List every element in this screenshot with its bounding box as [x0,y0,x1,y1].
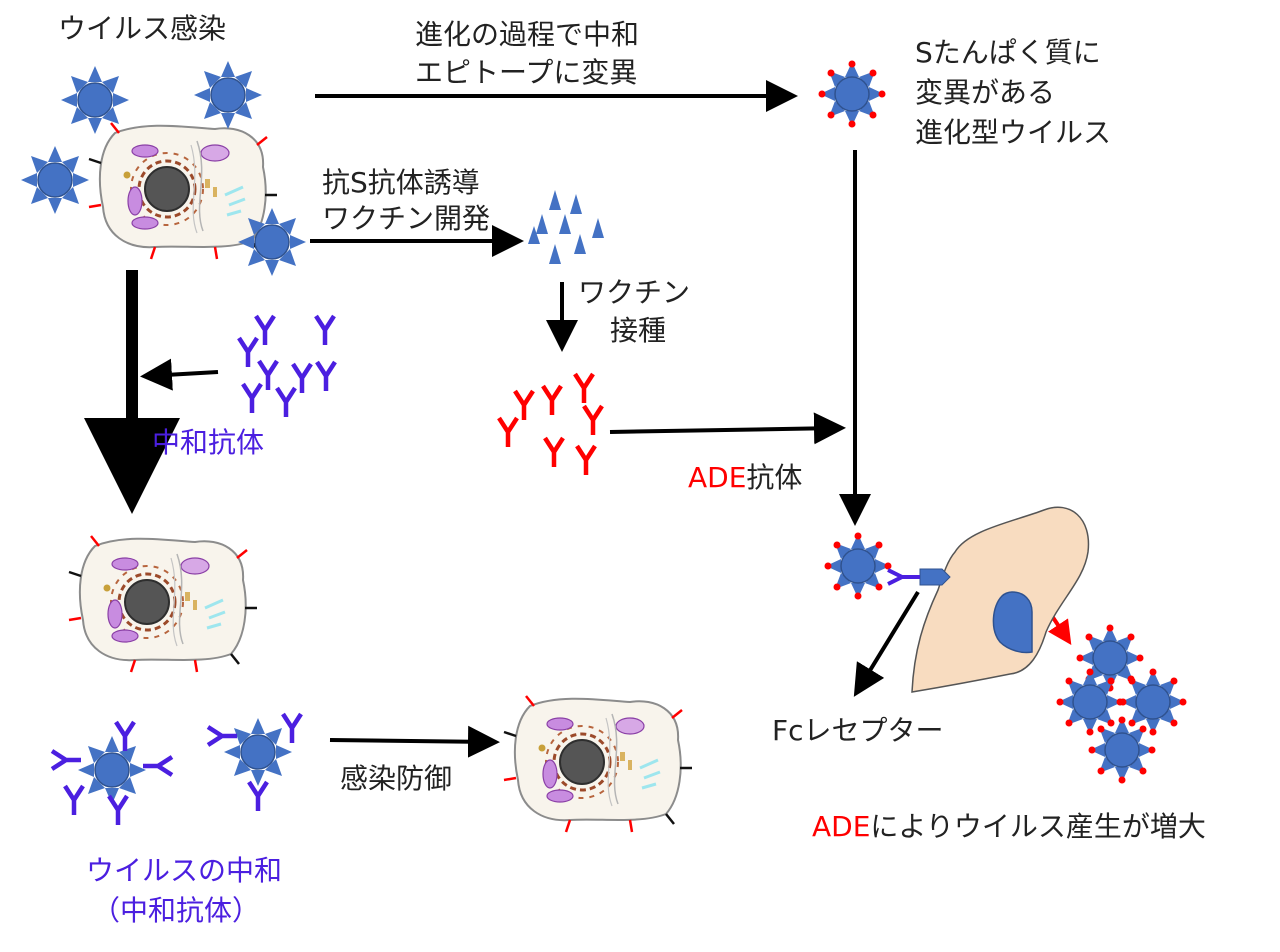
vaccine-antigens [528,190,604,264]
arrow-fc-receptor [853,590,920,697]
protected-cell [502,694,694,834]
label-variant-line1: Sたんぱく質に [915,36,1101,69]
label-vaccination-line2: 接種 [610,314,666,347]
arrow-protection [329,725,500,758]
healthy-cell [67,534,259,674]
label-evolution-line2: エピトープに変異 [415,56,637,89]
label-variant-line3: 進化型ウイルス [915,116,1111,149]
virus [20,145,90,215]
ade-antibody-cluster [499,374,602,475]
label-infection: ウイルス感染 [58,12,226,45]
neutralized-virus-complex [52,722,172,825]
label-infection-protection: 感染防御 [340,762,452,795]
label-variant-line2: 変異がある [915,76,1055,109]
neutralizing-antibody-cluster [239,316,335,417]
variant-virus-bound [823,531,893,601]
label-fc-receptor: Fcレセプター [772,714,944,747]
released-viruses [1055,623,1188,785]
arrow-neutralizing-antibody [140,358,219,391]
label-evolution-line1: 進化の過程で中和 [415,18,639,51]
virus [60,65,130,135]
virus [193,60,263,130]
label-vaccine-dev-line1: 抗S抗体誘導 [322,166,480,199]
label-ade-result: ADEによりウイルス産生が増大 [812,810,1206,843]
arrow-ade-antibody [609,412,846,445]
virus [237,207,307,277]
variant-virus [817,59,887,129]
label-neutralization-line2: （中和抗体） [92,894,260,927]
label-neutralization-line1: ウイルスの中和 [86,854,282,887]
ade-antibody-bound [887,568,920,586]
label-neutralizing-antibody: 中和抗体 [152,426,264,459]
label-vaccine-dev-line2: ワクチン開発 [322,202,490,235]
label-ade-antibody: ADE抗体 [688,461,802,494]
fc-receptor [919,568,951,586]
macrophage-nucleus [992,591,1033,654]
label-vaccination-line1: ワクチン [578,276,690,309]
neutralized-virus-complex [208,714,301,811]
